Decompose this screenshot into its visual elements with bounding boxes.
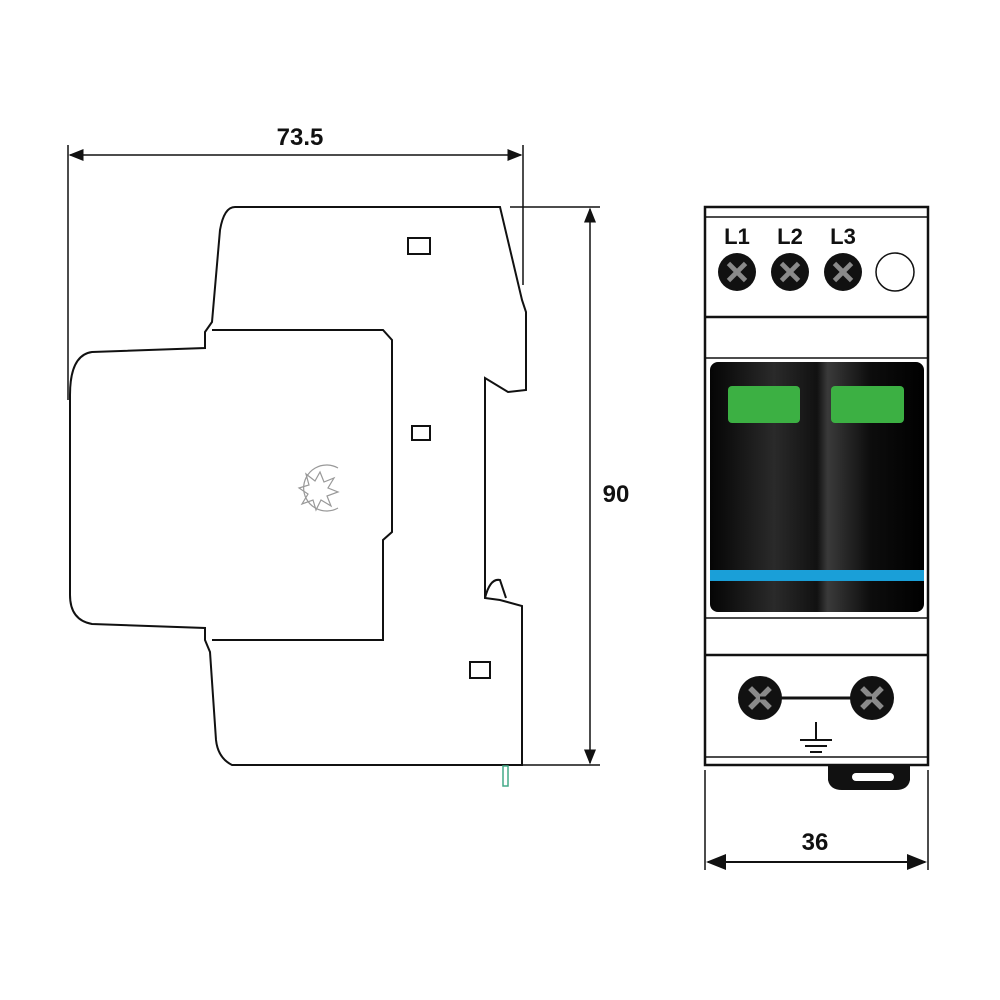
- terminal-screw-icon: [718, 253, 756, 291]
- depth-label: 73.5: [277, 124, 324, 151]
- terminal-screw-icon: [824, 253, 862, 291]
- terminal-label-l2: L2: [777, 224, 803, 249]
- spark-logo-icon: [297, 464, 340, 512]
- empty-terminal: [875, 252, 915, 292]
- front-view: [703, 205, 930, 790]
- width-dimension: [704, 770, 929, 870]
- depth-dimension: [67, 145, 524, 400]
- status-indicator-left: [728, 386, 800, 423]
- terminal-label-l1: L1: [724, 224, 750, 249]
- height-dimension: [510, 206, 600, 766]
- status-indicator-right: [831, 386, 904, 423]
- ground-symbol-icon: [800, 722, 832, 753]
- height-label: 90: [603, 481, 630, 508]
- blue-stripe: [710, 570, 924, 581]
- side-view: [69, 206, 527, 787]
- width-label: 36: [802, 829, 829, 856]
- terminal-screw-icon: [771, 253, 809, 291]
- indicator-window: [710, 362, 924, 612]
- terminal-label-l3: L3: [830, 224, 856, 249]
- terminal-screws: [718, 253, 894, 720]
